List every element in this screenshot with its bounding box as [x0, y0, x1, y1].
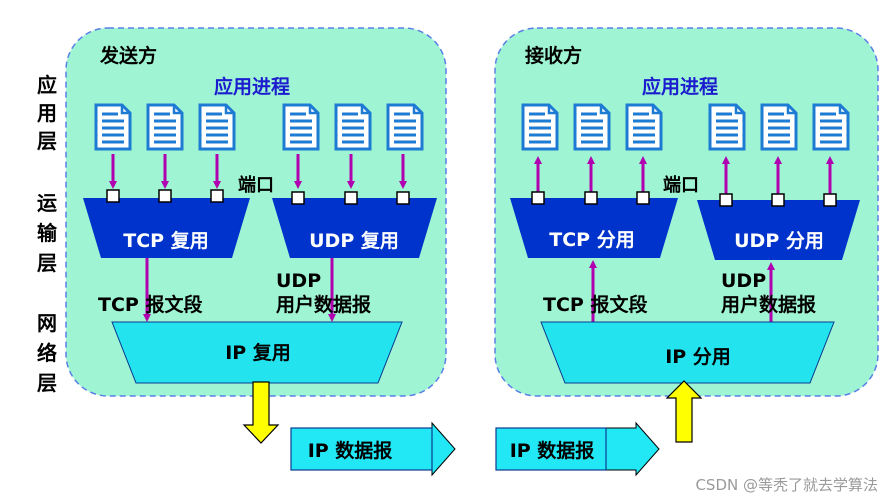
- sender-port-6: [396, 191, 410, 205]
- layer-transport-char-1: 运: [37, 191, 57, 215]
- receiver-port-label: 端口: [663, 175, 699, 196]
- receiver-port-3: [636, 191, 650, 205]
- sender-app-doc-icon-3: [198, 103, 236, 151]
- layer-network-char-3: 层: [37, 371, 57, 395]
- send-down-yellow-arrow: [242, 381, 280, 444]
- receiver-port-1: [531, 191, 545, 205]
- sender-app-doc-icon-1: [94, 103, 132, 151]
- layer-network-char-1: 网: [37, 311, 57, 335]
- layer-app-char-3: 层: [37, 129, 57, 153]
- receiver-user-datagram-label: 用户数据报: [721, 293, 816, 316]
- receive-up-yellow-arrow: [665, 380, 703, 443]
- receiver-app-process-label: 应用进程: [642, 75, 718, 98]
- receiver-title: 接收方: [525, 44, 582, 67]
- sender-port-label: 端口: [238, 175, 274, 196]
- receiver-app-doc-icon-5: [760, 103, 798, 151]
- layer-labels: 应 用 层 运 输 层 网 络 层: [37, 73, 58, 395]
- sender-panel: 发送方 应用进程 端口 TCP 复用 UDP 复用 TCP 报文段 UDP: [65, 27, 447, 397]
- sender-tcp-mux-box: [83, 198, 250, 258]
- receiver-panel: 接收方 应用进程 端口 TCP 分用 UDP 分用 TCP 报文段 UDP 用户…: [494, 27, 879, 397]
- receiver-port-4: [719, 193, 733, 207]
- receiver-ip-demux-box: [540, 321, 835, 384]
- receiver-app-doc-icon-4: [708, 103, 746, 151]
- receiver-app-doc-icon-6: [812, 103, 850, 151]
- receiver-udp-label: UDP: [721, 270, 766, 292]
- sender-tcp-mux-label: TCP 复用: [123, 229, 208, 252]
- ip-datagram-label-left: IP 数据报: [308, 439, 393, 462]
- ip-datagram-box-right: [495, 427, 607, 471]
- receiver-port-5: [771, 193, 785, 207]
- layer-app-char-2: 用: [37, 101, 57, 125]
- csdn-watermark: CSDN @等秃了就去学算法: [695, 476, 878, 494]
- sender-port-5: [344, 191, 358, 205]
- sender-udp-label: UDP: [276, 270, 321, 292]
- layer-app-char-1: 应: [37, 73, 57, 97]
- sender-ip-mux-box: [111, 321, 403, 384]
- layer-transport-char-2: 输: [37, 221, 58, 245]
- receiver-tcp-demux-box: [510, 198, 678, 258]
- sender-app-doc-icon-4: [282, 103, 320, 151]
- receiver-app-doc-icon-1: [521, 103, 559, 151]
- layer-network-char-2: 络: [37, 341, 57, 365]
- sender-port-2: [158, 189, 172, 203]
- ip-datagram-label-right: IP 数据报: [510, 439, 595, 462]
- ip-datagram-box-left: [290, 427, 433, 471]
- layer-transport-char-3: 层: [37, 251, 57, 275]
- sender-user-datagram-label: 用户数据报: [276, 293, 371, 316]
- sender-udp-mux-label: UDP 复用: [309, 229, 399, 252]
- sender-app-doc-icon-2: [146, 103, 184, 151]
- sender-port-3: [210, 189, 224, 203]
- sender-app-doc-icon-6: [386, 103, 424, 151]
- receiver-port-6: [823, 193, 837, 207]
- receiver-app-doc-icon-3: [625, 103, 663, 151]
- receiver-udp-demux-label: UDP 分用: [734, 230, 824, 252]
- sender-port-4: [291, 191, 305, 205]
- receiver-ip-demux-label: IP 分用: [665, 346, 731, 368]
- receiver-port-2: [584, 191, 598, 205]
- sender-port-1: [106, 189, 120, 203]
- receiver-tcp-segment-label: TCP 报文段: [543, 293, 648, 316]
- sender-udp-mux-box: [272, 198, 437, 258]
- receiver-tcp-demux-label: TCP 分用: [549, 229, 634, 251]
- receiver-app-doc-icon-2: [573, 103, 611, 151]
- sender-tcp-segment-label: TCP 报文段: [98, 293, 203, 316]
- receiver-udp-demux-box: [697, 200, 860, 260]
- sender-title: 发送方: [99, 44, 157, 67]
- sender-app-doc-icon-5: [334, 103, 372, 151]
- sender-ip-mux-label: IP 复用: [225, 341, 291, 364]
- sender-app-process-label: 应用进程: [214, 75, 290, 98]
